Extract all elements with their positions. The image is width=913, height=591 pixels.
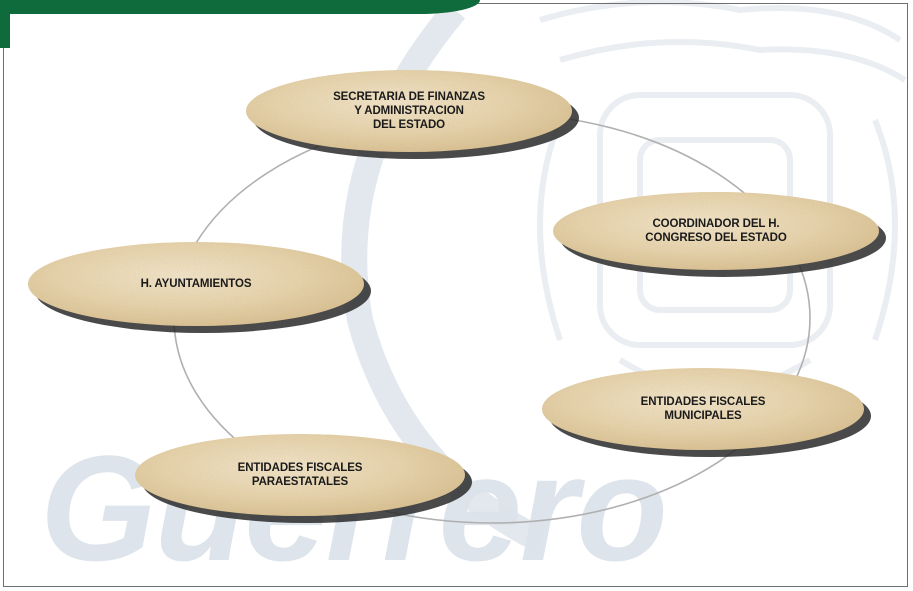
- node-label: ENTIDADES FISCALES MUNICIPALES: [640, 396, 766, 422]
- node-texture: [28, 242, 364, 326]
- node-coordinador-congreso: COORDINADOR DEL H. CONGRESO DEL ESTADO: [553, 192, 879, 270]
- node-label: H. AYUNTAMIENTOS: [140, 278, 252, 290]
- node-label: ENTIDADES FISCALES PARAESTATALES: [237, 462, 363, 488]
- node-entidades-paraestatales: ENTIDADES FISCALES PARAESTATALES: [135, 434, 465, 516]
- node-secretaria-finanzas: SECRETARIA DE FINANZAS Y ADMINISTRACION …: [246, 70, 572, 152]
- header-accent-bar: [0, 0, 480, 14]
- node-texture: [542, 368, 864, 450]
- node-texture: [553, 192, 879, 270]
- node-texture: [135, 434, 465, 516]
- node-entidades-municipales: ENTIDADES FISCALES MUNICIPALES: [542, 368, 864, 450]
- header-accent-stub: [0, 0, 10, 48]
- node-label: SECRETARIA DE FINANZAS Y ADMINISTRACION …: [333, 91, 485, 131]
- node-label: COORDINADOR DEL H. CONGRESO DEL ESTADO: [645, 218, 787, 244]
- node-h-ayuntamientos: H. AYUNTAMIENTOS: [28, 242, 364, 326]
- node-texture: [246, 70, 572, 152]
